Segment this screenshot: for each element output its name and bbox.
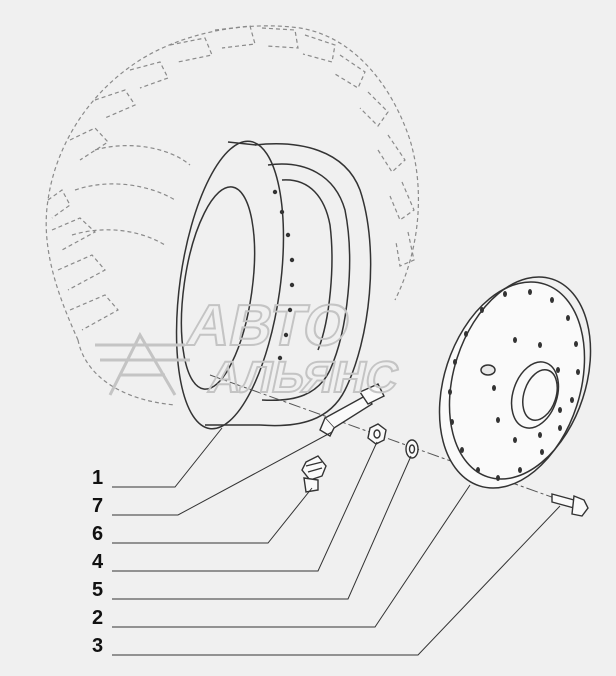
washer	[405, 439, 419, 459]
callout-label-4: 4	[92, 551, 104, 573]
watermark-logo-mark	[95, 331, 190, 396]
callout-label-7: 7	[92, 495, 104, 517]
rim	[175, 140, 372, 430]
watermark-line-2: АЛЬЯНС	[205, 353, 404, 401]
callout-label-2: 2	[92, 607, 104, 629]
valve	[301, 455, 327, 493]
nut	[367, 423, 387, 445]
rim-holes	[272, 189, 295, 361]
callout-label-1: 1	[92, 467, 104, 489]
callout-leaders	[112, 427, 561, 656]
callout-label-5: 5	[92, 579, 104, 601]
callout-label-6: 6	[92, 523, 104, 545]
bolt	[551, 493, 589, 517]
tire-phantom	[45, 25, 420, 406]
callout-label-3: 3	[92, 635, 104, 657]
disc-bolt-holes	[448, 289, 580, 481]
watermark-line-1: АВТО	[182, 294, 356, 358]
wheel-disc	[438, 276, 592, 489]
